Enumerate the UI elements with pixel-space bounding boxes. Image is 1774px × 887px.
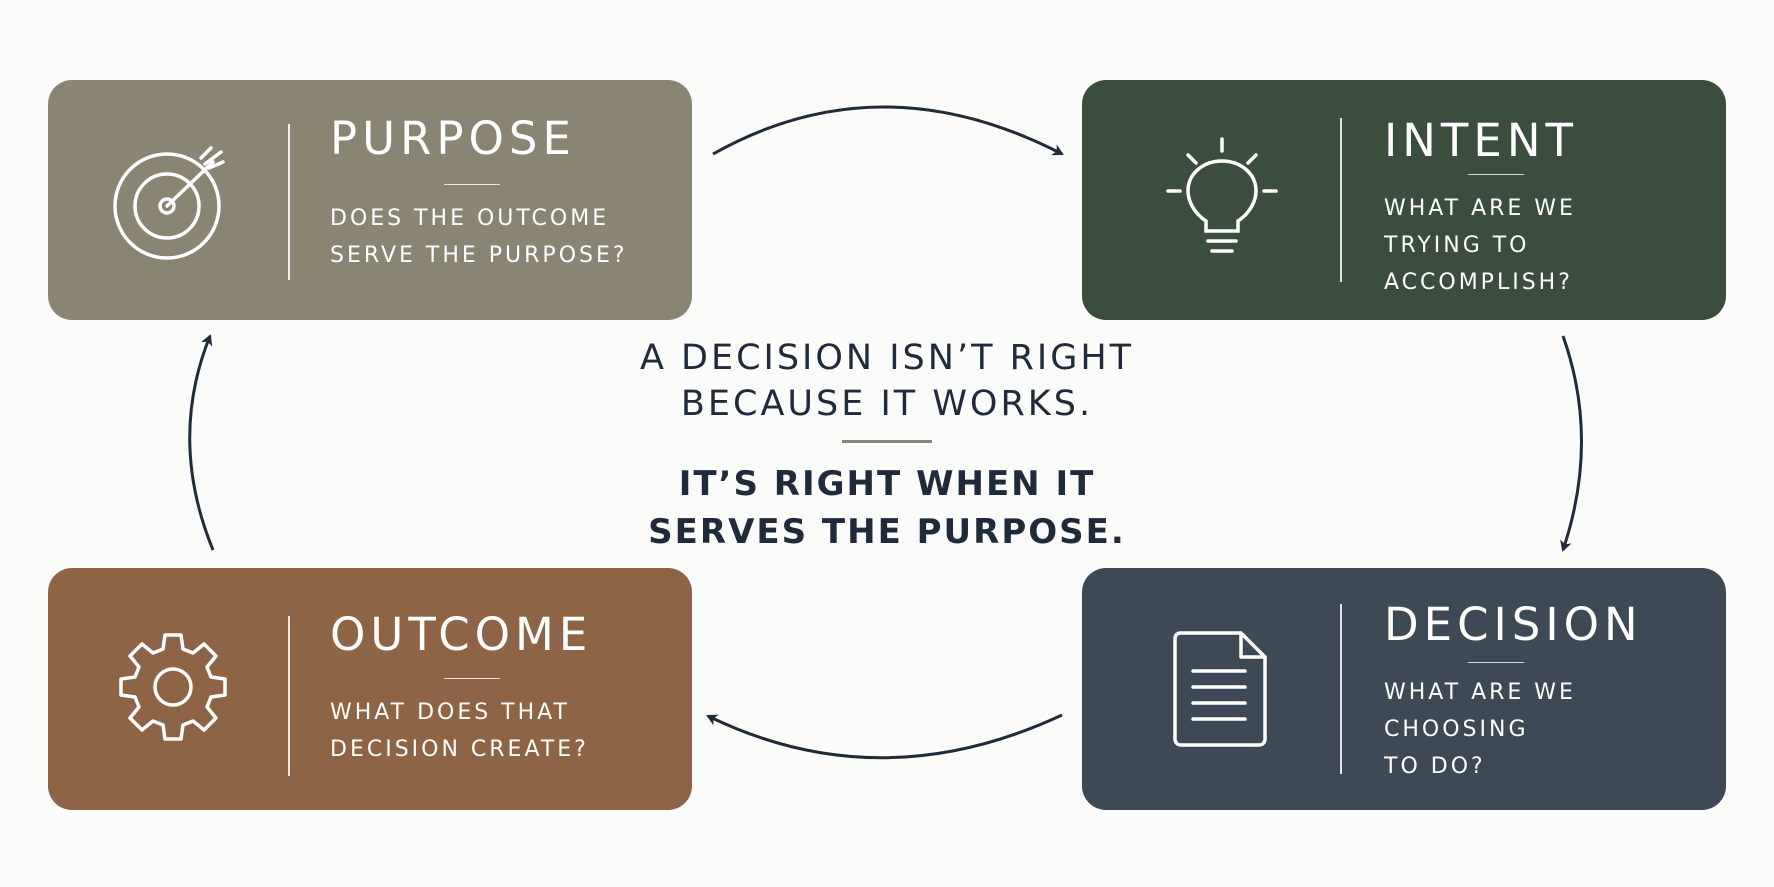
decision-question-line-3: TO DO?	[1384, 754, 1486, 779]
purpose-title: PURPOSE	[330, 112, 576, 165]
decision-title: DECISION	[1384, 598, 1643, 651]
purpose-divider	[288, 124, 290, 280]
decision-card: DECISION WHAT ARE WE CHOOSING TO DO?	[1082, 568, 1726, 810]
purpose-question-line-2: SERVE THE PURPOSE?	[330, 243, 628, 268]
purpose-card: PURPOSE DOES THE OUTCOME SERVE THE PURPO…	[48, 80, 692, 320]
decision-question-line-2: CHOOSING	[1384, 717, 1529, 742]
intent-question-line-3: ACCOMPLISH?	[1384, 270, 1573, 295]
intent-question-line-2: TRYING TO	[1384, 233, 1530, 258]
outcome-rule	[444, 678, 500, 679]
statement-line-1: A DECISION ISN’T RIGHT	[639, 338, 1135, 378]
intent-divider	[1340, 118, 1342, 282]
arrow-outcome-to-purpose	[188, 334, 215, 551]
center-statement: A DECISION ISN’T RIGHT BECAUSE IT WORKS.…	[560, 330, 1214, 560]
gear-icon	[108, 568, 238, 810]
target-icon	[108, 80, 238, 320]
decision-question-line-1: WHAT ARE WE	[1384, 680, 1576, 705]
lightbulb-icon	[1162, 80, 1282, 320]
outcome-card: OUTCOME WHAT DOES THAT DECISION CREATE?	[48, 568, 692, 810]
emphasis-line-1: IT’S RIGHT WHEN IT	[678, 464, 1096, 504]
intent-card: INTENT WHAT ARE WE TRYING TO ACCOMPLISH?	[1082, 80, 1726, 320]
purpose-question-line-1: DOES THE OUTCOME	[330, 206, 610, 231]
arrow-intent-to-decision	[1560, 335, 1583, 552]
outcome-question-line-1: WHAT DOES THAT	[330, 700, 570, 725]
outcome-question-line-2: DECISION CREATE?	[330, 737, 589, 762]
decision-rule	[1468, 662, 1524, 663]
arrow-decision-to-outcome	[706, 713, 1063, 760]
purpose-rule	[444, 184, 500, 185]
center-rule	[842, 440, 932, 443]
emphasis-line-2: SERVES THE PURPOSE.	[648, 512, 1126, 552]
intent-title: INTENT	[1384, 114, 1579, 167]
intent-rule	[1468, 174, 1524, 175]
decision-divider	[1340, 604, 1342, 774]
intent-question-line-1: WHAT ARE WE	[1384, 196, 1576, 221]
outcome-title: OUTCOME	[330, 608, 593, 661]
outcome-divider	[288, 616, 290, 776]
document-icon	[1162, 568, 1282, 810]
statement-line-2: BECAUSE IT WORKS.	[680, 384, 1094, 424]
arrow-purpose-to-intent	[712, 105, 1064, 156]
